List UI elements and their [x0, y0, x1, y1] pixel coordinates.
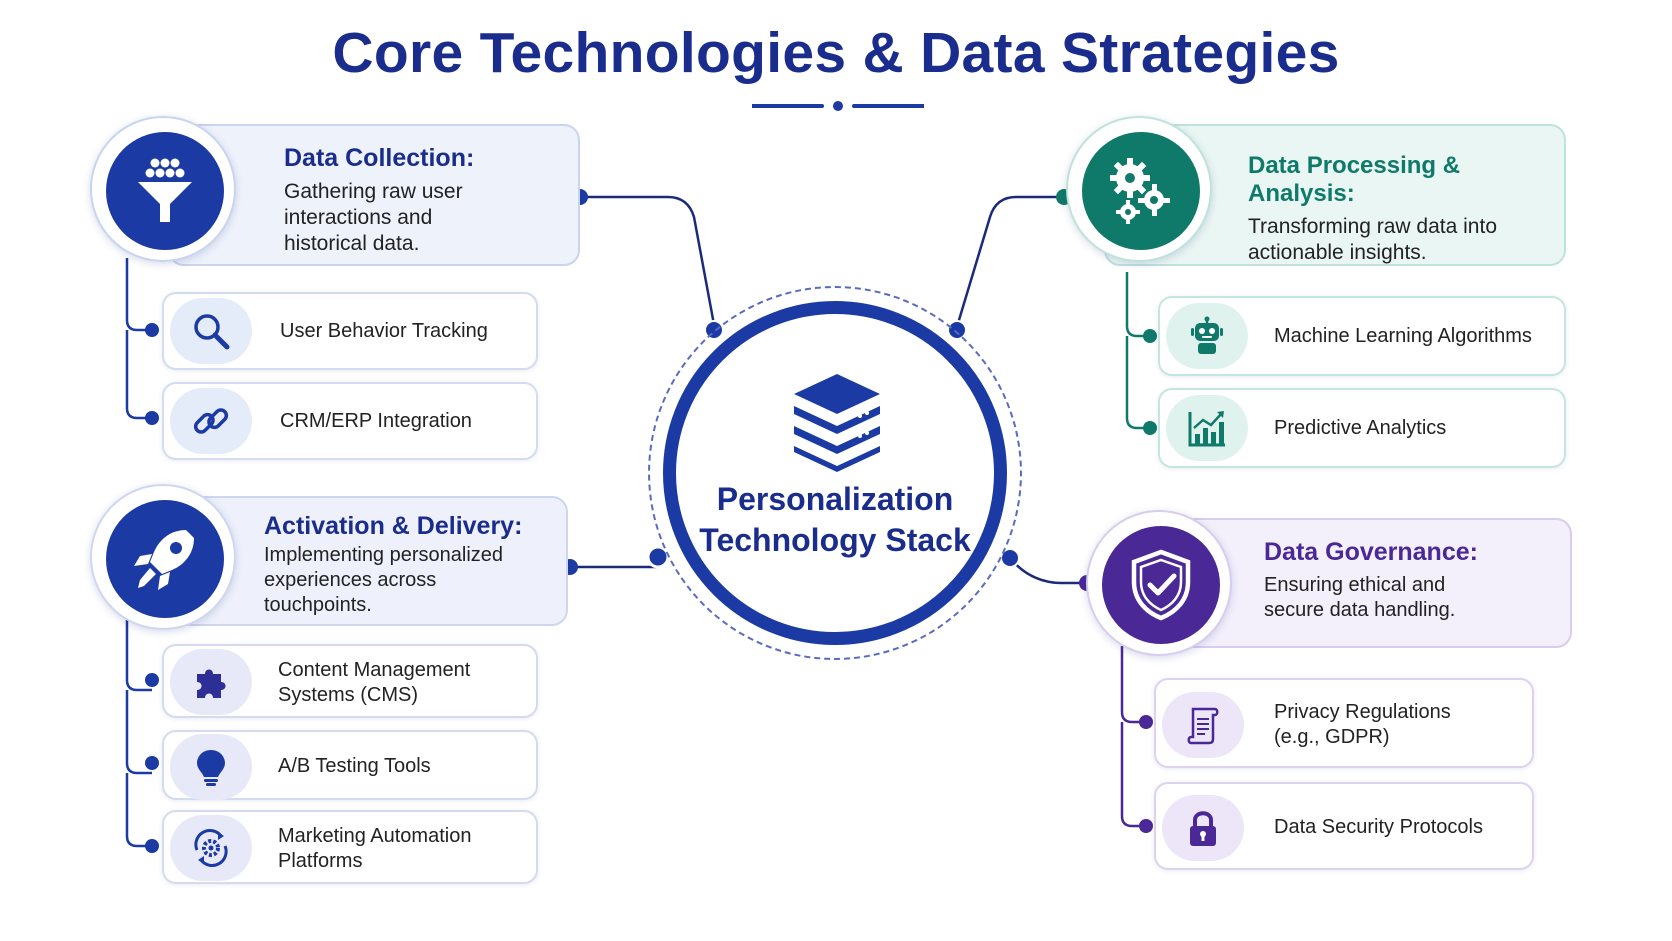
gears-icon [1110, 158, 1170, 224]
tree-activation [125, 620, 152, 848]
item-machine-learning-algorithms[interactable]: Machine Learning Algorithms [1158, 296, 1566, 376]
lightbulb-icon [197, 750, 225, 786]
category-title: Data Governance: [1264, 538, 1478, 566]
category-description: Gathering raw user interactions and hist… [284, 180, 463, 255]
tree-processing [1125, 272, 1150, 430]
magnifier-icon [194, 314, 230, 350]
item-label: Content Management Systems (CMS) [278, 659, 471, 706]
category-card-data-collection[interactable]: Data Collection: Gathering raw user inte… [168, 124, 580, 266]
category-description: Transforming raw data into actionable in… [1248, 215, 1497, 264]
tree-collection [125, 258, 152, 420]
data-governance-badge [1086, 510, 1232, 656]
hub-title-line-1: Personalization [716, 481, 954, 517]
item-privacy-regulations[interactable]: Privacy Regulations (e.g., GDPR) [1154, 678, 1534, 768]
padlock-icon [1190, 811, 1216, 846]
data-collection-badge [90, 116, 236, 262]
hub-title-line-2: Technology Stack [699, 522, 971, 558]
item-label: CRM/ERP Integration [280, 410, 472, 432]
stack-icon [794, 374, 880, 472]
robot-icon [1191, 316, 1223, 354]
link-icon [193, 408, 229, 434]
item-crm-erp-integration[interactable]: CRM/ERP Integration [162, 382, 538, 460]
page-title: Core Technologies & Data Strategies [332, 21, 1340, 85]
connector-processing [954, 195, 1064, 331]
item-content-management-systems[interactable]: Content Management Systems (CMS) [162, 644, 538, 718]
hub-title: Personalization Technology Stack [676, 479, 994, 561]
puzzle-icon [197, 669, 226, 698]
item-label: A/B Testing Tools [278, 755, 431, 777]
item-label: Predictive Analytics [1274, 417, 1447, 439]
category-title: Data Processing & Analysis: [1248, 152, 1461, 207]
scroll-icon [1187, 707, 1219, 745]
connector-collection [580, 195, 717, 331]
data-processing-badge [1066, 116, 1212, 262]
item-user-behavior-tracking[interactable]: User Behavior Tracking [162, 292, 538, 370]
activation-delivery-badge [90, 484, 236, 630]
funnel-icon [138, 158, 192, 222]
gear-cycle-icon [194, 829, 228, 867]
category-title: Data Collection: [284, 144, 475, 172]
center-hub[interactable]: Personalization Technology Stack [663, 301, 1007, 645]
category-description: Implementing personalized experiences ac… [264, 544, 504, 616]
tree-governance [1120, 646, 1146, 828]
item-label: Data Security Protocols [1274, 816, 1483, 838]
category-title: Activation & Delivery: [264, 512, 523, 540]
item-predictive-analytics[interactable]: Predictive Analytics [1158, 388, 1566, 468]
hub-dashed-ring [648, 286, 1022, 660]
title-divider [752, 101, 924, 111]
item-marketing-automation-platforms[interactable]: Marketing Automation Platforms [162, 810, 538, 884]
item-label: User Behavior Tracking [280, 320, 488, 342]
item-ab-testing-tools[interactable]: A/B Testing Tools [162, 730, 538, 800]
item-label: Privacy Regulations (e.g., GDPR) [1274, 701, 1451, 748]
item-label: Marketing Automation Platforms [278, 825, 472, 872]
item-label: Machine Learning Algorithms [1274, 325, 1532, 347]
item-data-security-protocols[interactable]: Data Security Protocols [1154, 782, 1534, 870]
rocket-icon [134, 530, 194, 590]
connector-governance [1009, 557, 1087, 585]
category-description: Ensuring ethical and secure data handlin… [1264, 574, 1456, 621]
shield-check-icon [1131, 549, 1191, 621]
growth-chart-icon [1188, 411, 1225, 447]
